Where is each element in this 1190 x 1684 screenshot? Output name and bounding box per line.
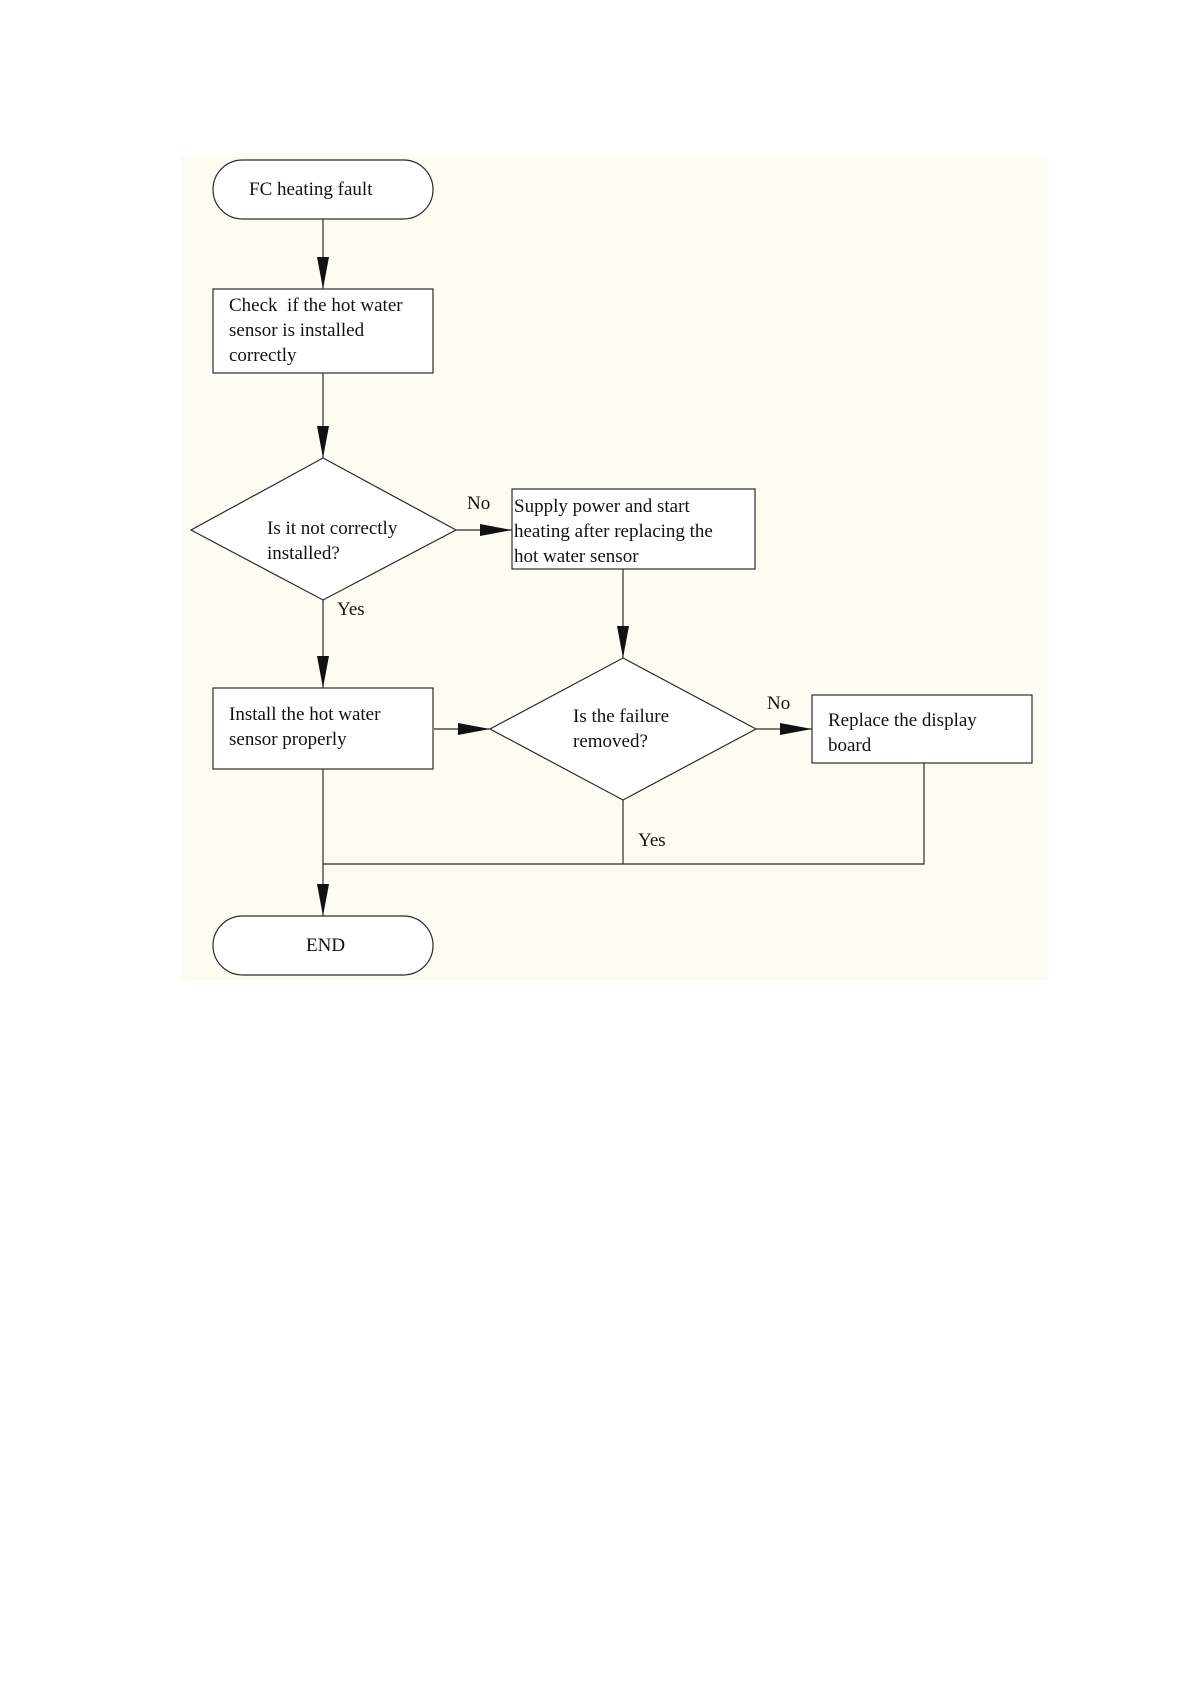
decision1-label-line-1: Is it not correctly: [267, 518, 398, 539]
install-label-line-1: Install the hot water: [229, 704, 381, 725]
decision2-label-line-1: Is the failure: [573, 706, 669, 727]
end-label: END: [306, 935, 345, 956]
install-label-line-2: sensor properly: [229, 729, 347, 750]
check-label-line-1: Check if the hot water: [229, 295, 403, 316]
start-label: FC heating fault: [249, 179, 373, 200]
supply-label-line-3: hot water sensor: [514, 546, 639, 567]
decision1-label-line-2: installed?: [267, 543, 340, 564]
start-label-line-1: FC heating fault: [249, 179, 373, 200]
check-label-line-3: correctly: [229, 345, 297, 366]
decision1-yes-label: Yes: [337, 599, 365, 620]
decision2-yes-label: Yes: [638, 830, 666, 851]
supply-label-line-1: Supply power and start: [514, 496, 690, 517]
replace-label-line-2: board: [828, 735, 872, 756]
decision1-no-label: No: [467, 493, 490, 514]
decision2-label-line-2: removed?: [573, 731, 648, 752]
end-label-line-1: END: [306, 935, 345, 956]
replace-label-line-1: Replace the display: [828, 710, 977, 731]
decision2-no-label: No: [767, 693, 790, 714]
check-label-line-2: sensor is installed: [229, 320, 365, 341]
supply-label-line-2: heating after replacing the: [514, 521, 713, 542]
